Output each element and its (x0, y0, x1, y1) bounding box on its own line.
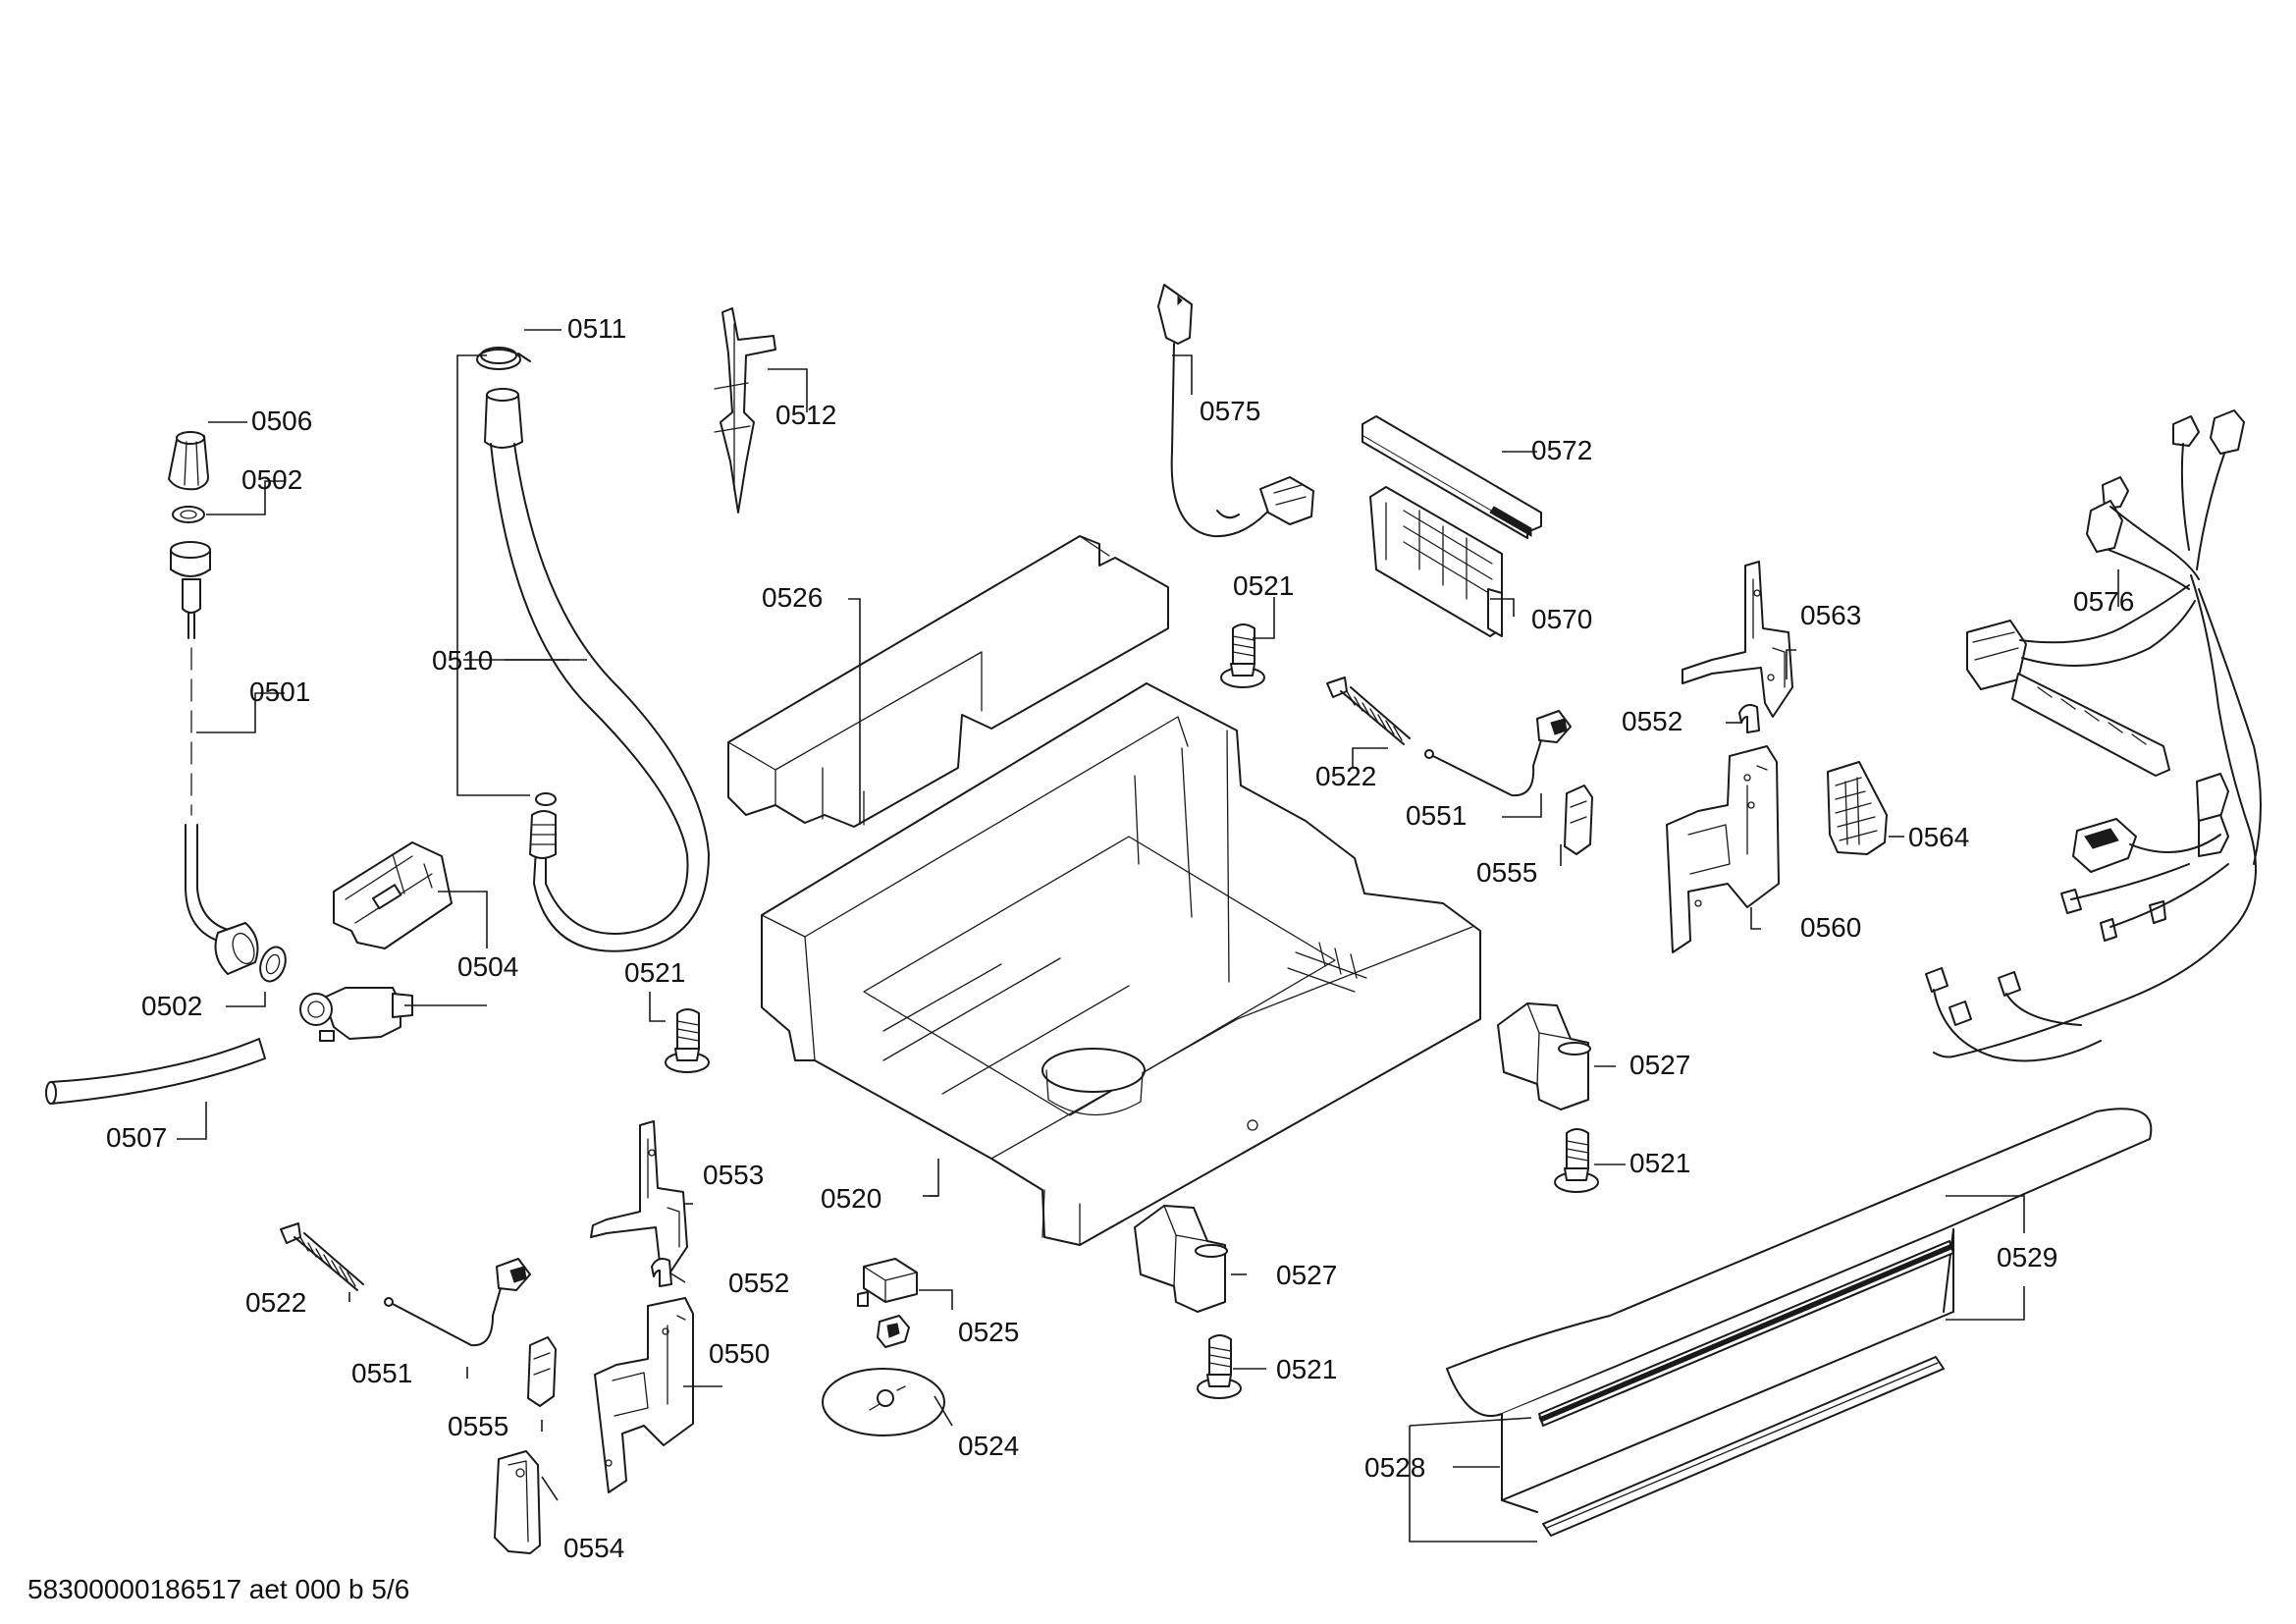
part-0527-foot-b (1134, 1205, 1228, 1313)
label-0521-a: 0521 (1233, 570, 1294, 601)
part-0550-bracket (594, 1297, 694, 1493)
label-0529: 0529 (1997, 1242, 2057, 1272)
part-0553-hinge (590, 1120, 688, 1277)
label-0527-b: 0527 (1276, 1260, 1337, 1290)
label-0570: 0570 (1531, 604, 1592, 634)
label-0520: 0520 (821, 1183, 881, 1214)
part-0524-disc (822, 1368, 945, 1436)
part-labels: 0506 0502 0501 0502 0507 0504 0511 0510 … (106, 313, 2134, 1563)
leader-lines (177, 329, 2119, 1543)
part-0529-plinth (1446, 1108, 2153, 1537)
part-0564-connector-block (1827, 761, 1888, 855)
part-0525-part (857, 1258, 918, 1348)
label-0552-b: 0552 (728, 1268, 789, 1298)
label-0502-bottom: 0502 (141, 991, 202, 1021)
label-0524: 0524 (958, 1431, 1019, 1461)
part-0512-bracket (714, 307, 776, 514)
label-0502-top: 0502 (241, 464, 302, 495)
label-0521-c: 0521 (1629, 1148, 1690, 1178)
label-0576: 0576 (2073, 586, 2134, 617)
label-0563: 0563 (1800, 600, 1861, 630)
label-0572: 0572 (1531, 435, 1592, 465)
part-0575-power-cord (1157, 284, 1314, 538)
part-0511-clamp (476, 347, 531, 370)
part-0522-spring-a (1326, 677, 1411, 745)
part-0507-hose (45, 1038, 266, 1105)
label-0501: 0501 (249, 677, 310, 707)
part-0563-hinge (1682, 561, 1793, 718)
label-0522-b: 0522 (245, 1287, 306, 1318)
part-0572-cover-strip (1362, 415, 1542, 539)
label-0552-a: 0552 (1622, 706, 1682, 736)
part-0552-clip-left (651, 1258, 672, 1287)
label-0522-a: 0522 (1315, 761, 1376, 791)
label-0555-a: 0555 (1476, 857, 1537, 888)
part-0520-base-tub (761, 682, 1481, 1246)
label-0554: 0554 (563, 1533, 624, 1563)
part-0502-seal-bottom (259, 946, 287, 983)
label-0504: 0504 (457, 951, 518, 982)
label-0526: 0526 (762, 582, 823, 613)
label-0564: 0564 (1908, 822, 1969, 852)
part-0552-clip-right (1738, 704, 1760, 733)
label-0528: 0528 (1364, 1452, 1425, 1483)
part-0560-bracket (1666, 745, 1780, 953)
label-0507: 0507 (106, 1122, 167, 1153)
part-0501-inlet-hose (170, 541, 259, 975)
part-0555-clip-a (1564, 785, 1593, 855)
part-0527-foot-a (1497, 1002, 1591, 1110)
part-0521-screw-d (1197, 1334, 1242, 1399)
part-0510-drain-hose (484, 388, 710, 952)
label-0560: 0560 (1800, 912, 1861, 943)
part-0555-clip-b (527, 1336, 557, 1407)
part-0521-screw-b (665, 1008, 710, 1073)
label-0551-a: 0551 (1406, 800, 1467, 831)
label-0525: 0525 (958, 1317, 1019, 1347)
label-0555-b: 0555 (448, 1411, 508, 1441)
part-0504-valve-assembly (299, 841, 453, 1042)
part-0576-wiring-harness (1925, 409, 2262, 1062)
part-0526-insulation (727, 535, 1169, 828)
part-0551-wire-a (1424, 710, 1572, 797)
label-0521-d: 0521 (1276, 1354, 1337, 1384)
part-0521-screw-c (1554, 1128, 1599, 1193)
label-0553: 0553 (703, 1160, 764, 1190)
footer-drawing-code: 58300000186517 aet 000 b 5/6 (27, 1574, 409, 1604)
label-0521-b: 0521 (624, 957, 685, 988)
label-0512: 0512 (775, 400, 836, 430)
label-0527-a: 0527 (1629, 1050, 1690, 1080)
part-0502-seal-top (172, 506, 205, 523)
label-0550: 0550 (709, 1338, 770, 1369)
part-0506-cap (168, 431, 209, 491)
part-0551-wire-b (384, 1258, 531, 1347)
part-0522-spring-b (280, 1222, 364, 1291)
part-0570-module-housing (1369, 486, 1503, 637)
label-0551-b: 0551 (351, 1358, 412, 1388)
label-0506: 0506 (251, 406, 312, 436)
label-0510: 0510 (432, 645, 493, 676)
label-0575: 0575 (1200, 396, 1260, 426)
part-0554-cover (494, 1450, 541, 1554)
label-0511: 0511 (567, 313, 626, 344)
part-0521-screw-a (1220, 623, 1265, 688)
